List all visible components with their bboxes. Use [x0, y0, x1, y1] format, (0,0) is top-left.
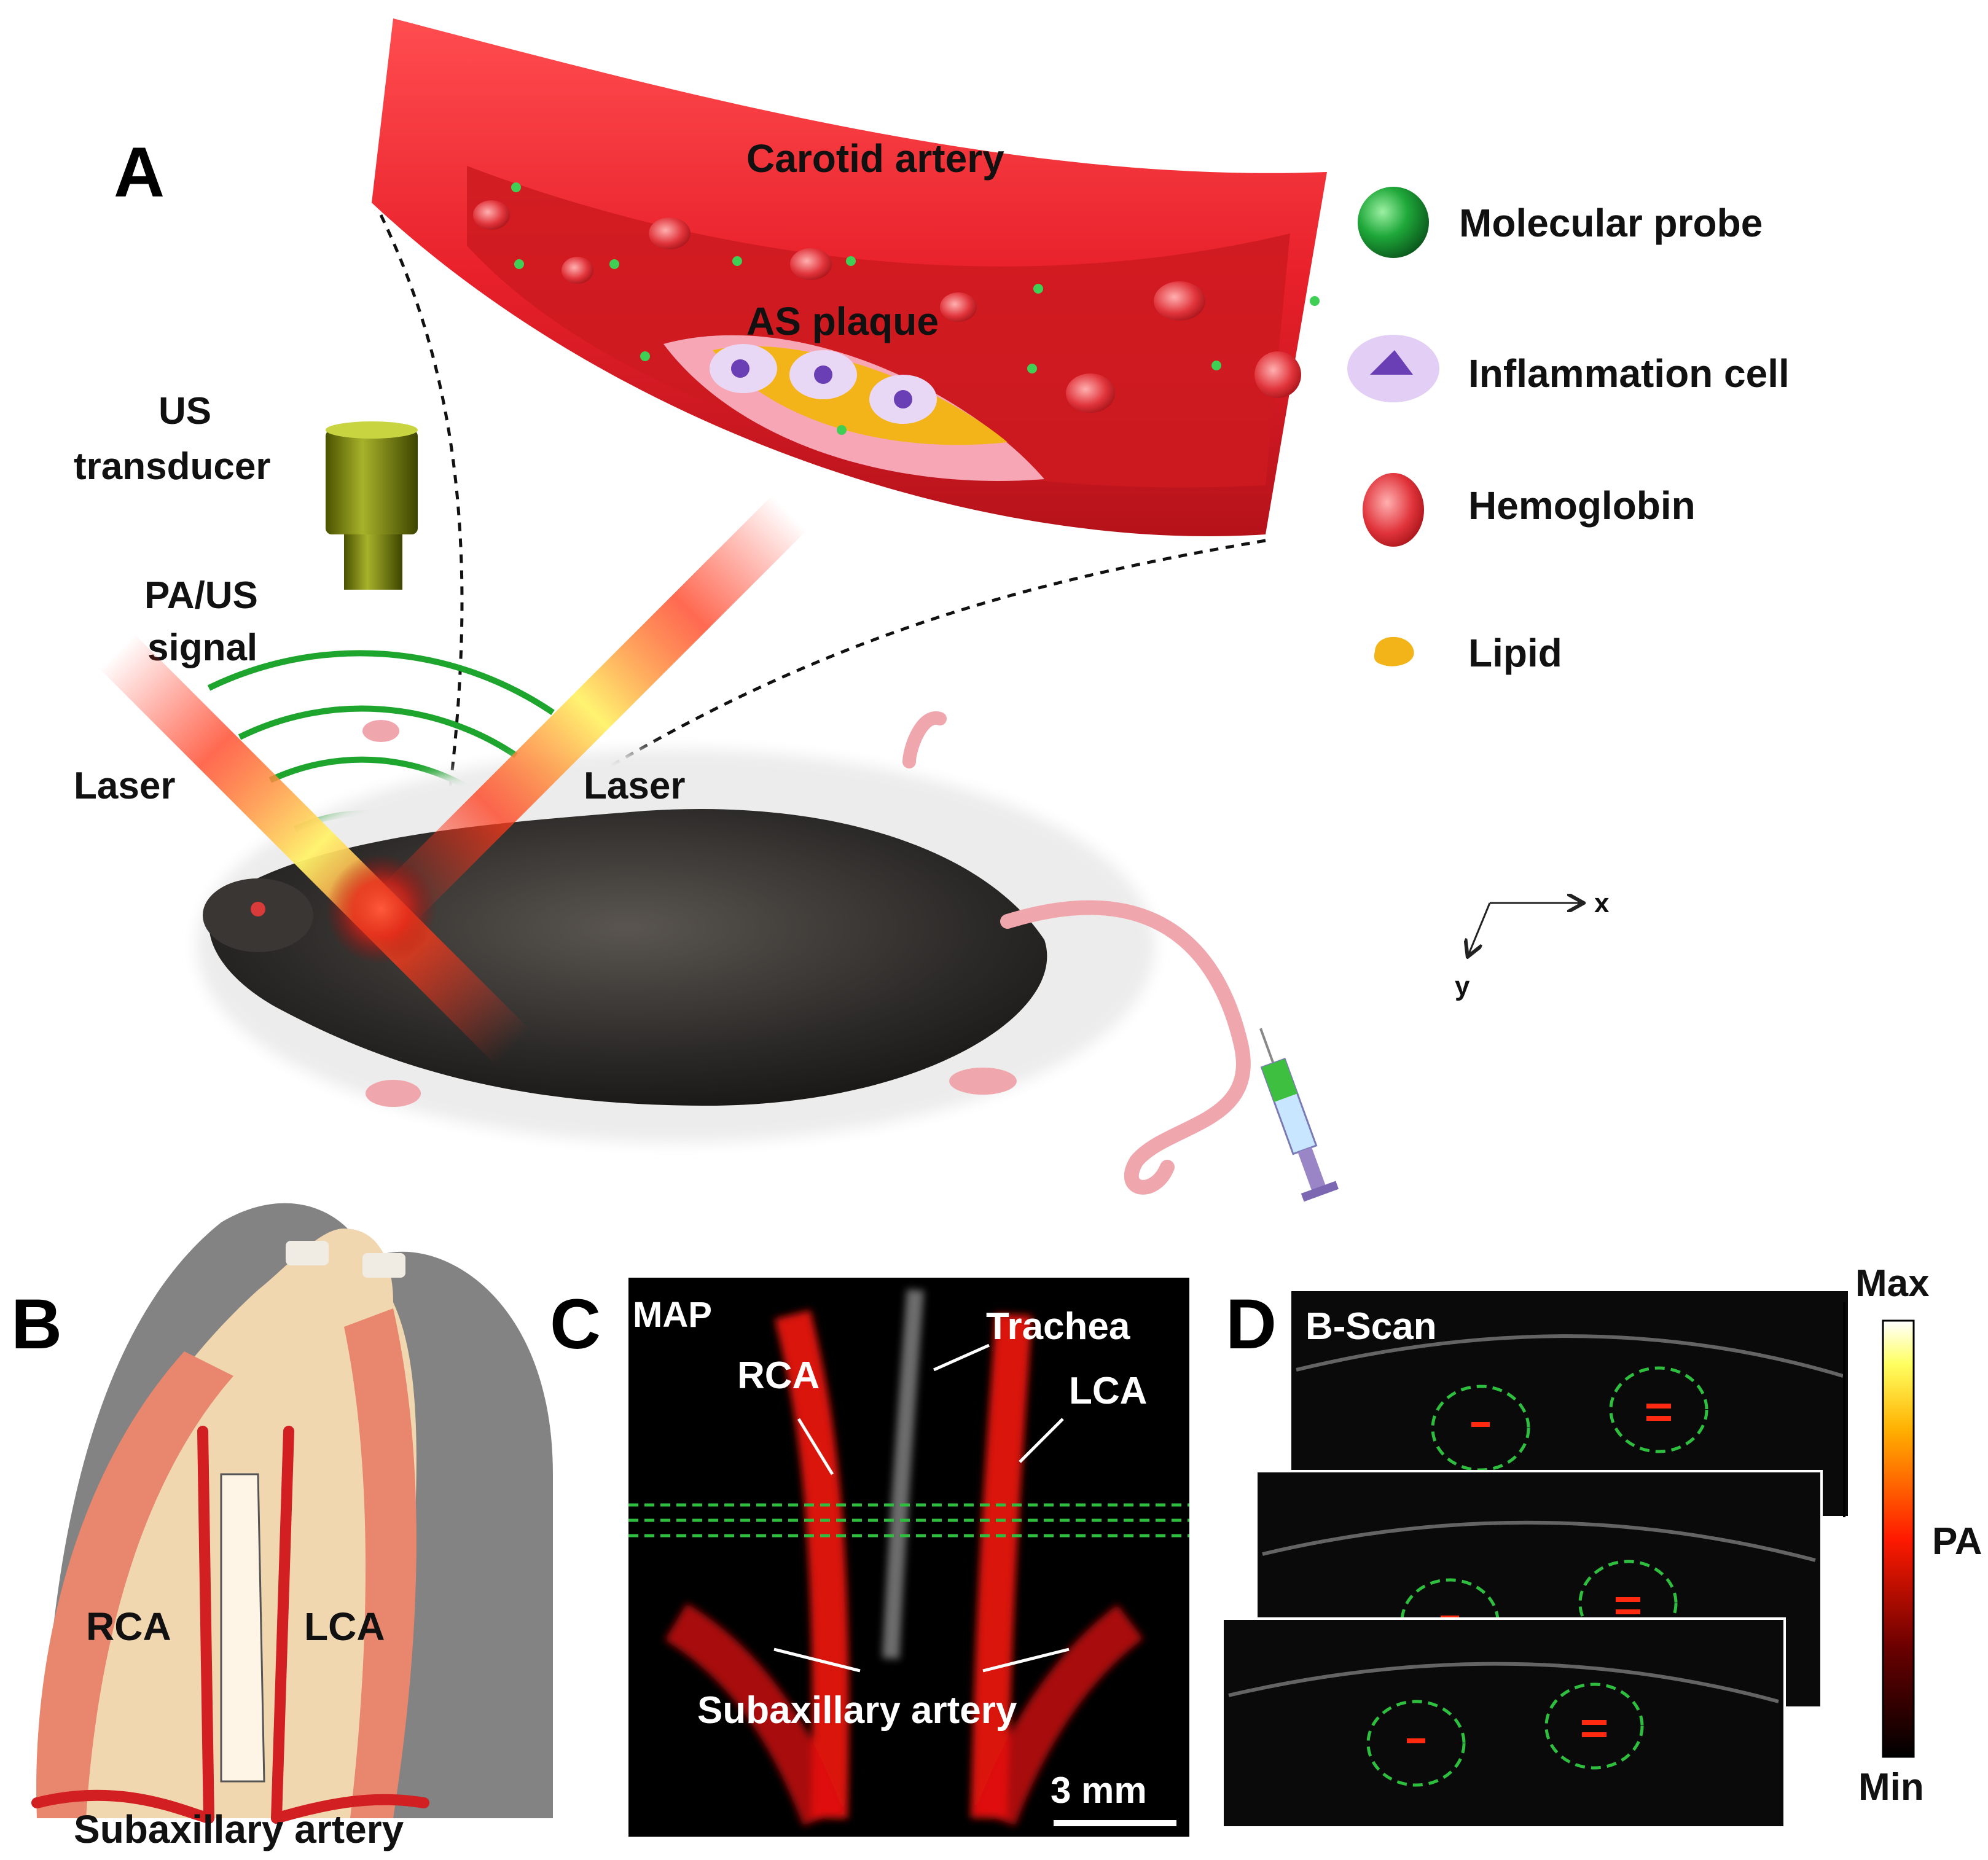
inflammation-cell-icon: [1347, 335, 1439, 402]
c-subaxillary-label: Subaxillary artery: [697, 1689, 1017, 1732]
arteries: [31, 1426, 429, 1824]
laser-label-left: Laser: [74, 765, 175, 807]
neck-anatomy-illustration: [31, 1203, 553, 1824]
c-mode-label: MAP: [633, 1295, 712, 1335]
us-transducer-icon: [326, 421, 418, 590]
d-mode-label: B-Scan: [1305, 1305, 1437, 1348]
panel-b: B RCA LCA Subaxillary artery: [11, 1203, 553, 1851]
vessel-title: Carotid artery: [746, 136, 1004, 181]
axis-y-label: y: [1455, 971, 1470, 1001]
c-scale-bar: [1054, 1820, 1176, 1826]
panel-c-letter: C: [550, 1285, 601, 1364]
laser-beams: [99, 495, 807, 1065]
pa-map-signal: [664, 1289, 1144, 1826]
legend-label: Hemoglobin: [1468, 483, 1696, 528]
panel-b-letter: B: [11, 1285, 62, 1364]
panel-a: A: [74, 18, 1790, 1202]
zoom-line-right: [466, 539, 1266, 862]
bscan-frame-front: [1221, 1617, 1786, 1829]
c-pointer-lines: [773, 1343, 1070, 1673]
legend-label: Molecular probe: [1459, 201, 1763, 245]
colorbar-mid-label: PA: [1932, 1520, 1982, 1563]
probe-dots: [511, 182, 1320, 435]
axis-x-label: x: [1594, 888, 1610, 918]
laser-label-right: Laser: [584, 765, 685, 807]
colorbar-max-label: Max: [1855, 1262, 1930, 1305]
red-blood-cells: [473, 200, 1301, 413]
panel-c: C MAP Trachea RCA LCA Subaxillary artery…: [550, 1278, 1189, 1837]
plaque-label: AS plaque: [746, 299, 939, 343]
xy-axes-icon: x y: [1455, 888, 1610, 1001]
c-trachea-label: Trachea: [986, 1305, 1130, 1348]
b-subaxillary-label: Subaxillary artery: [74, 1807, 404, 1851]
legend-label: Lipid: [1468, 631, 1562, 675]
transducer-label-1: US: [158, 390, 211, 432]
lipid-icon: [1374, 636, 1414, 666]
signal-label-2: signal: [147, 627, 257, 669]
transducer-label-2: transducer: [74, 445, 270, 488]
b-rca-label: RCA: [86, 1604, 171, 1649]
panel-a-letter: A: [114, 133, 165, 212]
panel-d-letter: D: [1226, 1285, 1277, 1364]
zoom-line-left: [379, 214, 464, 848]
molecular-probe-icon: [1358, 187, 1429, 258]
colorbar-min-label: Min: [1858, 1766, 1924, 1808]
c-rca-label: RCA: [737, 1354, 820, 1397]
pa-colorbar: Max PA Min: [1843, 1262, 1982, 1808]
b-lca-label: LCA: [304, 1604, 385, 1649]
panel-d: D B-Scan: [1221, 1262, 1982, 1829]
signal-label-1: PA/US: [144, 574, 258, 617]
c-lca-label: LCA: [1069, 1370, 1147, 1412]
hemoglobin-icon: [1363, 473, 1424, 547]
scan-lines: [628, 1503, 1189, 1538]
c-scale-label: 3 mm: [1051, 1770, 1147, 1811]
carotid-vessel-illustration: Carotid artery AS plaque: [372, 18, 1327, 536]
legend: Molecular probe Inflammation cell Hemogl…: [1347, 187, 1790, 675]
lipid-core: [713, 346, 1008, 445]
legend-label: Inflammation cell: [1468, 351, 1790, 396]
syringe-icon: [1259, 1028, 1339, 1202]
